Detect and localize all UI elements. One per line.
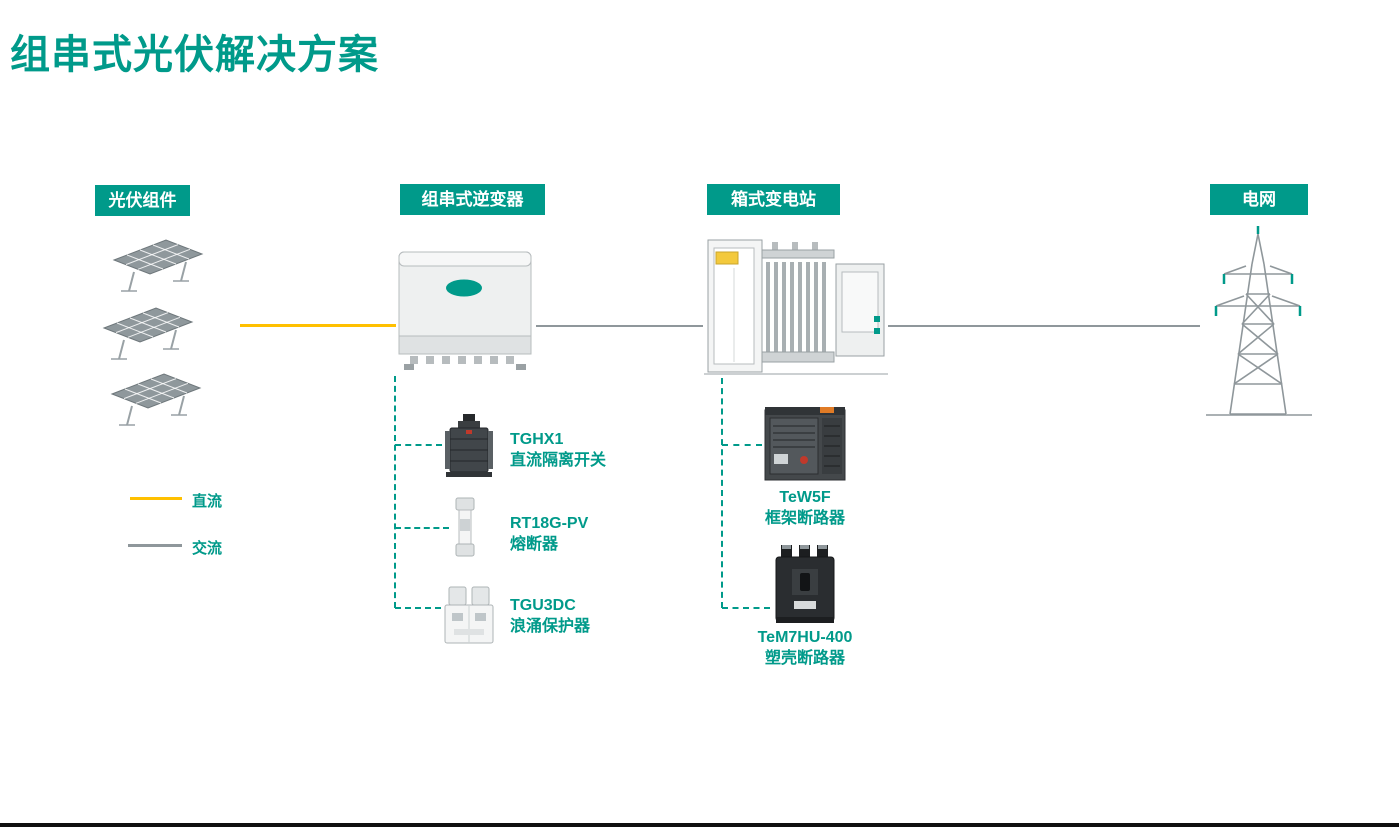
stage-badge-box-substation: 箱式变电站	[707, 184, 840, 215]
tem7hu-label: TeM7HU-400 塑壳断路器	[725, 628, 885, 669]
solar-panel-icon	[103, 307, 193, 360]
pv-modules-illustration	[103, 239, 203, 426]
legend-ac-label: 交流	[192, 540, 223, 557]
inverter-branch-1	[395, 444, 442, 446]
substation-warning-label	[715, 251, 739, 265]
page-title: 组串式光伏解决方案	[10, 33, 379, 77]
legend-dc-label: 直流	[192, 493, 223, 510]
tgu3dc-label: TGU3DC 浪涌保护器	[510, 596, 590, 637]
solar-panel-icon	[111, 373, 201, 426]
inverter-logo-oval	[446, 279, 482, 297]
tgu3dc-name: 浪涌保护器	[510, 618, 591, 635]
legend-dc-swatch	[130, 497, 182, 500]
tghx1-label: TGHX1 直流隔离开关	[510, 430, 606, 471]
tew5f-label: TeW5F 框架断路器	[737, 488, 873, 529]
dc-connection-line	[240, 324, 396, 327]
stage-badge-string-inverter: 组串式逆变器	[400, 184, 545, 215]
substation-indicator	[874, 316, 880, 322]
solar-panel-icon	[113, 239, 203, 292]
rt18g-pv-label: RT18G-PV 熔断器	[510, 514, 588, 555]
tghx1-model: TGHX1	[510, 431, 564, 448]
rt18g-pv-fuse-image	[455, 497, 475, 557]
tew5f-name: 框架断路器	[764, 510, 845, 527]
tew5f-acb-image	[764, 407, 846, 481]
box-substation-illustration	[704, 239, 888, 375]
tgu3dc-model: TGU3DC	[510, 597, 576, 614]
grid-tower-illustration	[1206, 226, 1312, 416]
tower-insulators	[1214, 226, 1302, 316]
tem7hu-name: 塑壳断路器	[764, 650, 845, 667]
tgu3dc-spd-image	[444, 586, 494, 644]
ac-connection-line-substation-grid	[888, 325, 1200, 327]
tem7hu-model: TeM7HU-400	[757, 629, 853, 646]
substation-indicator	[874, 328, 880, 334]
stage-badge-pv-modules: 光伏组件	[95, 185, 190, 216]
substation-branch-trunk	[721, 378, 723, 608]
inverter-branch-3	[395, 607, 441, 609]
legend-ac-swatch	[128, 544, 182, 547]
rt18g-pv-model: RT18G-PV	[510, 515, 589, 532]
tghx1-name: 直流隔离开关	[510, 452, 607, 469]
stage-badge-grid: 电网	[1210, 184, 1308, 215]
string-inverter-illustration	[398, 251, 532, 370]
substation-branch-1	[722, 444, 762, 446]
substation-branch-2	[722, 607, 770, 609]
rt18g-pv-name: 熔断器	[510, 536, 559, 553]
ac-connection-line-inverter-substation	[536, 325, 703, 327]
tghx1-isolator-image	[445, 414, 493, 477]
transformer-fins	[766, 262, 826, 352]
inverter-branch-trunk	[394, 376, 396, 608]
tew5f-model: TeW5F	[779, 489, 831, 506]
slide-bottom-edge	[0, 823, 1399, 827]
tem7hu-mccb-image	[775, 545, 835, 623]
inverter-branch-2	[395, 527, 449, 529]
